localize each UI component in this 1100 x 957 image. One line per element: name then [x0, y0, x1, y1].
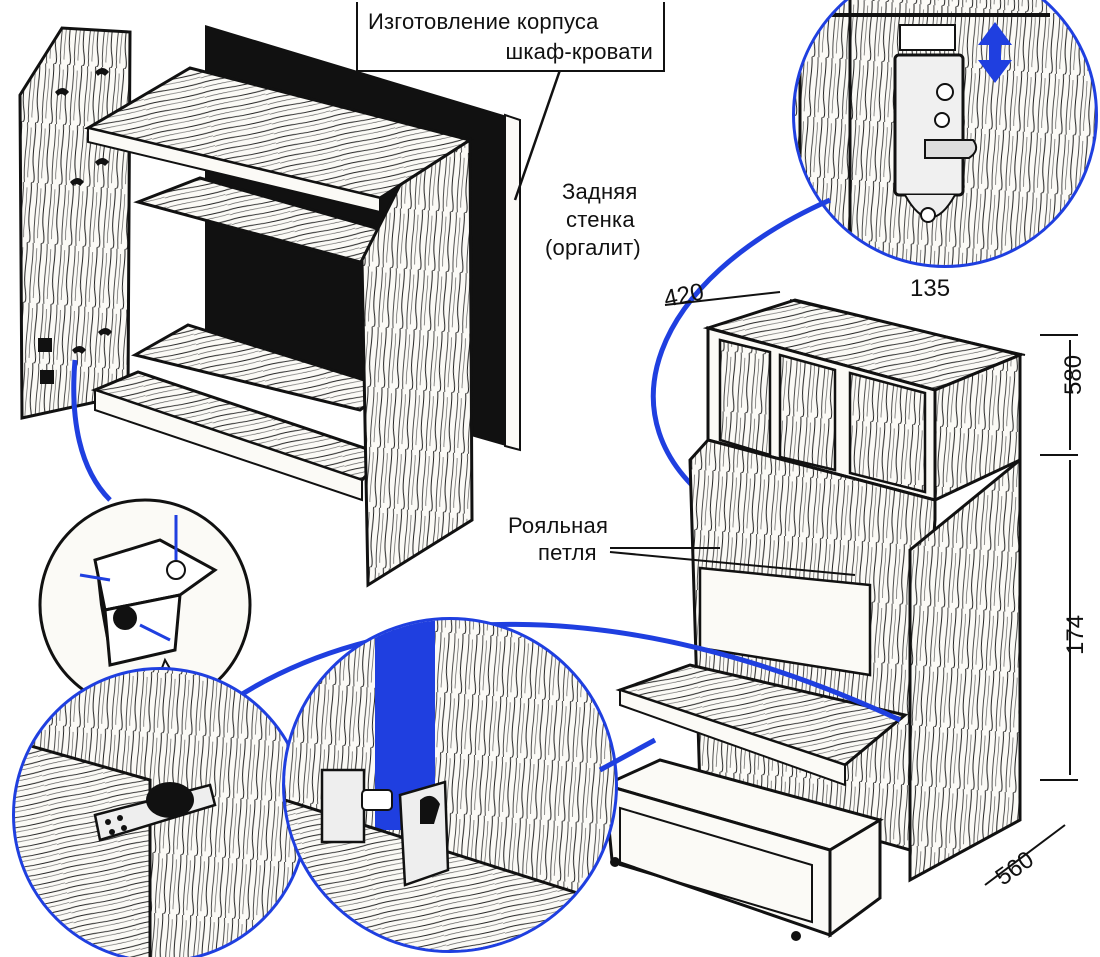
title-callout: Изготовление корпуса шкаф-кровати — [356, 2, 665, 72]
hinge-mechanism-detail — [282, 617, 618, 953]
title-line-2: шкаф-кровати — [505, 39, 653, 64]
back-wall-label-3: (оргалит) — [545, 235, 641, 260]
back-wall-label-1: Задняя — [562, 179, 638, 204]
back-wall-label-2: стенка — [566, 207, 635, 232]
piano-hinge-leaders — [609, 547, 856, 576]
left-side-panel — [18, 26, 132, 420]
dimension-lines — [664, 291, 1078, 886]
dimension-height-total: 174 — [1062, 614, 1089, 655]
right-side-panel — [360, 137, 474, 588]
dimension-width-top: 135 — [910, 275, 951, 302]
up-down-arrow-icon — [978, 22, 1012, 83]
latch-detail — [792, 0, 1098, 268]
piano-hinge-label-2: петля — [538, 540, 597, 565]
installed-bracket-detail — [12, 667, 308, 957]
cabinet-bed-assembled — [600, 298, 1025, 941]
piano-hinge-label-1: Рояльная — [508, 513, 609, 538]
dimension-height-upper: 580 — [1060, 354, 1087, 395]
title-line-1: Изготовление корпуса — [368, 9, 599, 34]
